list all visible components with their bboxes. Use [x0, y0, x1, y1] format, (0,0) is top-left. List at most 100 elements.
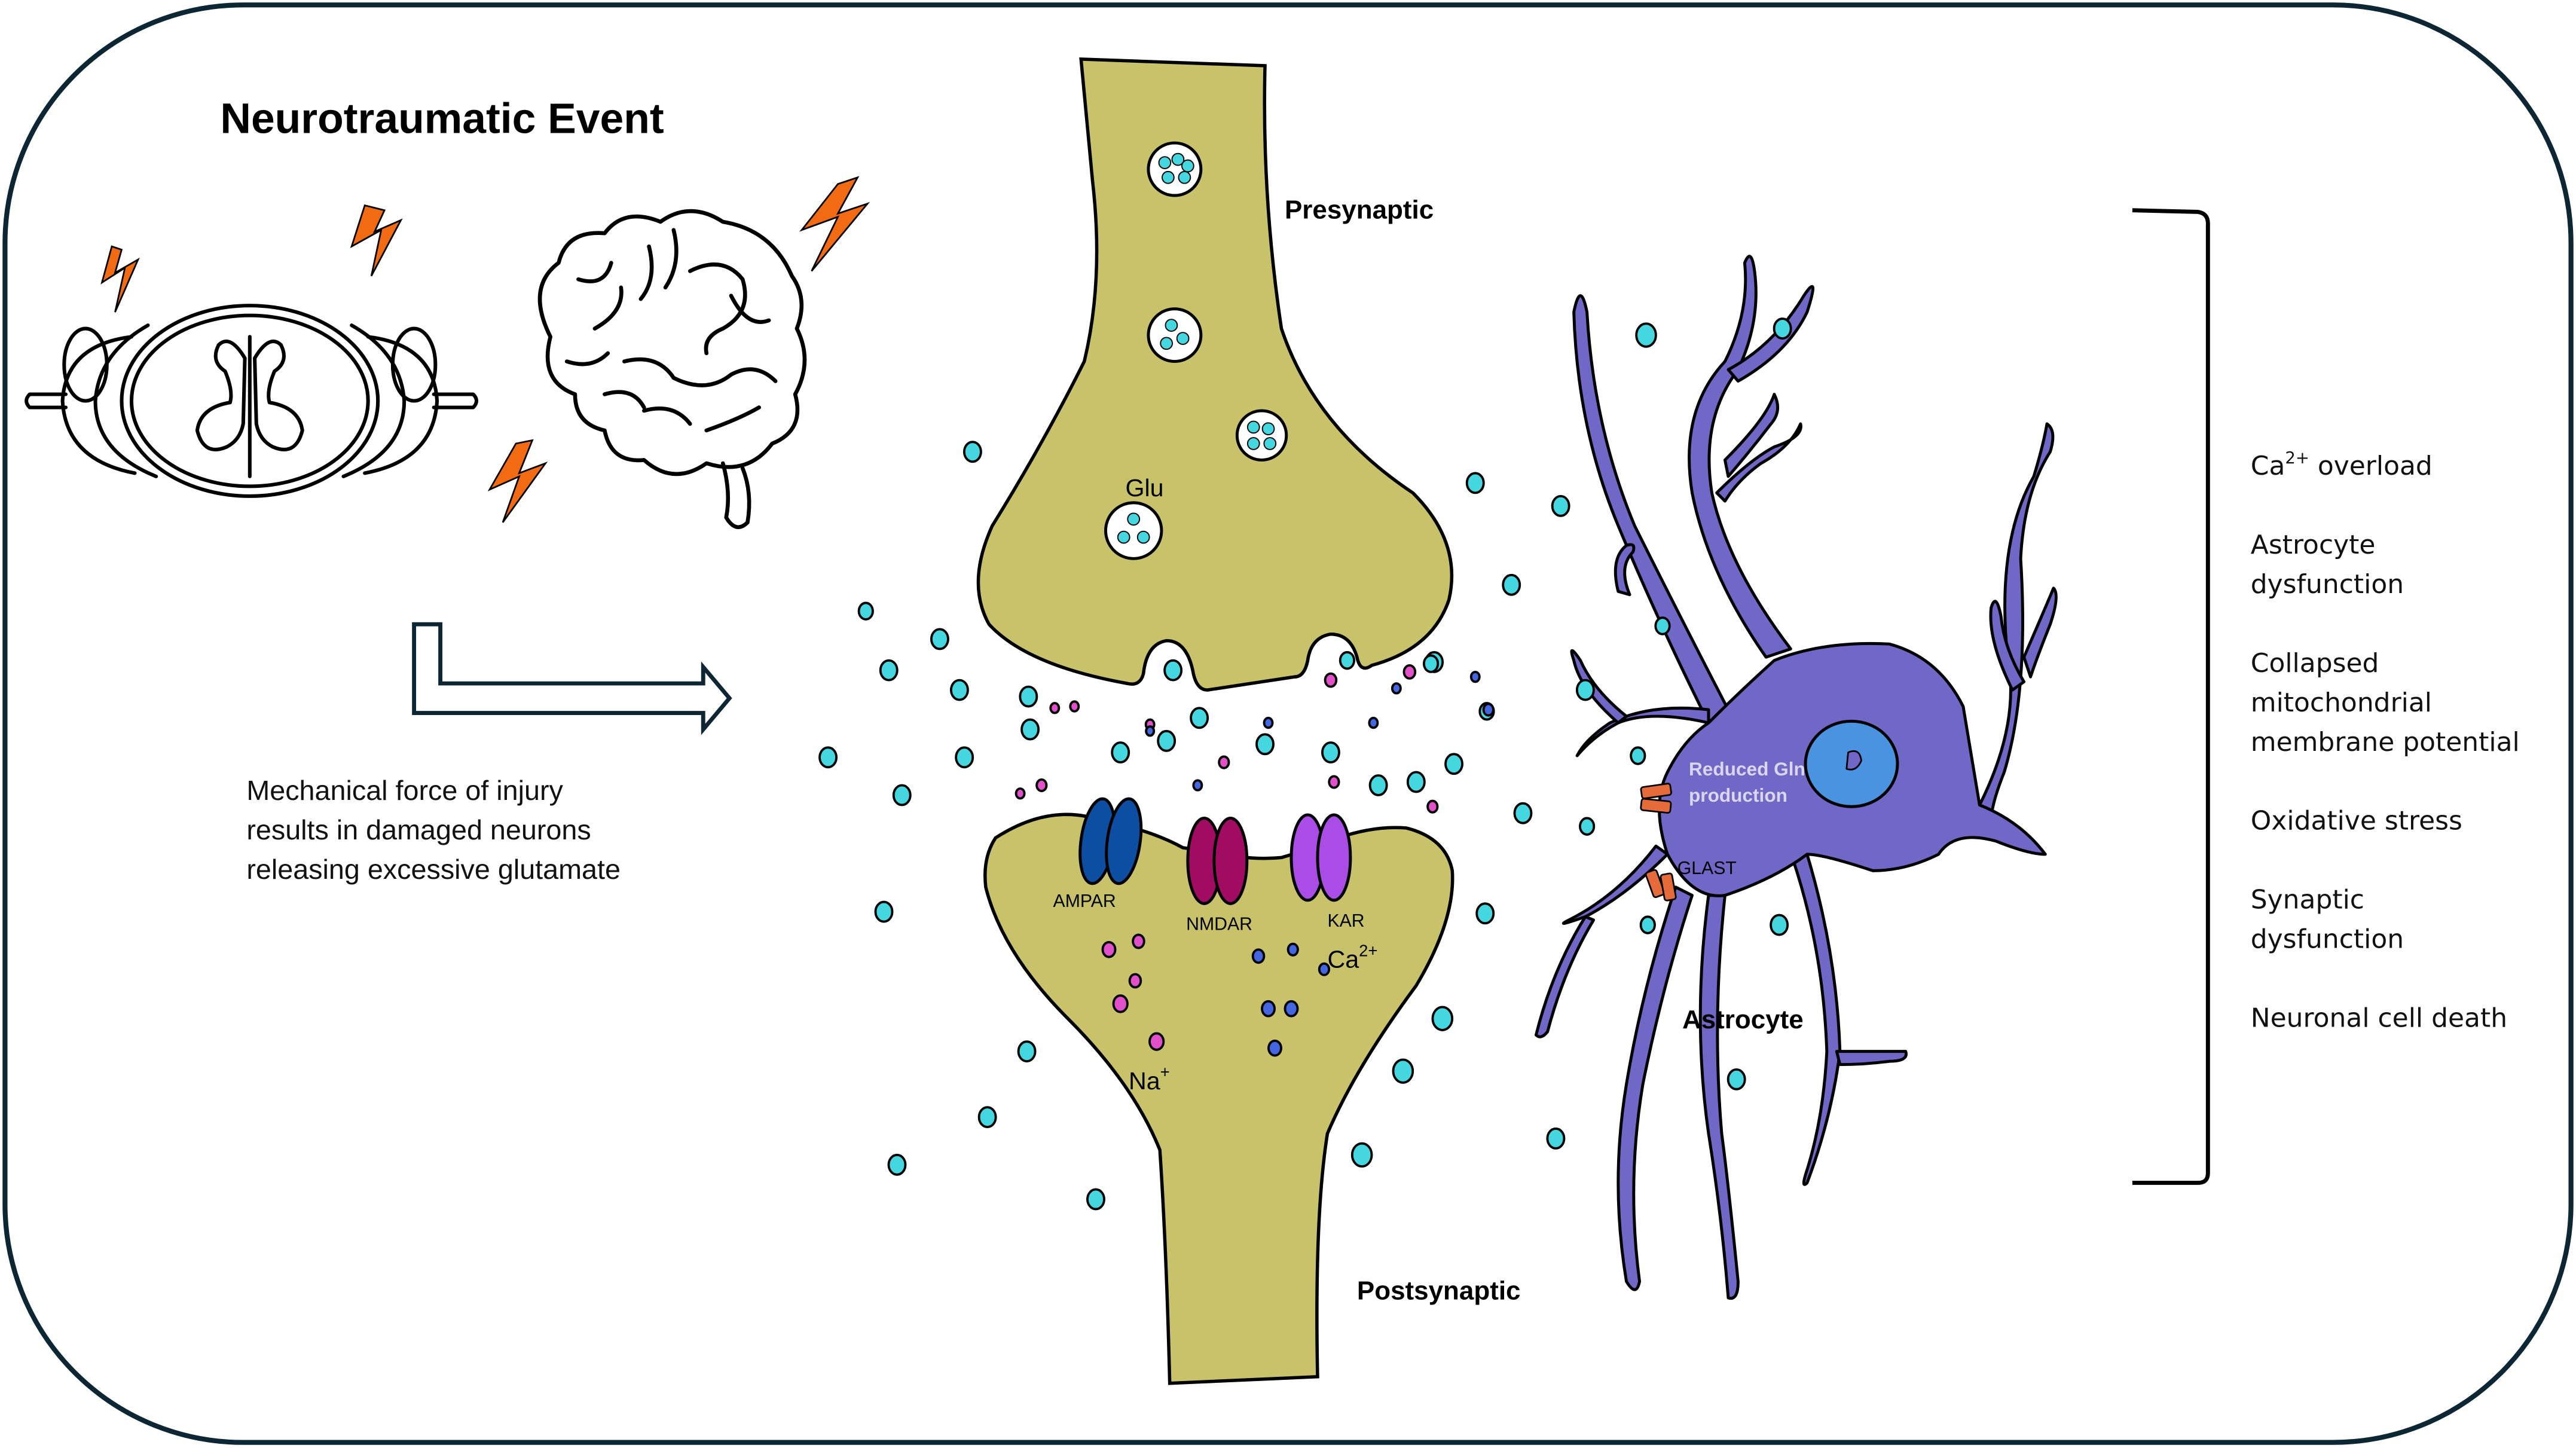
outcome-text: Astrocyte — [2251, 530, 2376, 560]
glutamate-molecule — [1263, 437, 1277, 450]
glutamate-molecule — [1160, 337, 1174, 350]
outcome-text: dysfunction — [2251, 924, 2404, 955]
glutamate-molecule — [1086, 1188, 1105, 1211]
receptor-label-nmdar: NMDAR — [1186, 914, 1252, 934]
glutamate-molecule — [1117, 530, 1130, 544]
glutamate-molecule — [818, 746, 838, 769]
glutamate-molecule — [1321, 741, 1340, 763]
sodium-ion — [1218, 755, 1230, 769]
glutamate-molecule — [1551, 494, 1570, 517]
glutamate-molecule — [1630, 746, 1646, 765]
presynaptic-terminal — [976, 57, 1454, 692]
figure-title: Neurotraumatic Event — [220, 95, 664, 143]
glutamate-molecule — [1157, 729, 1177, 752]
calcium-ion — [1284, 1000, 1299, 1018]
glutamate-molecule — [1158, 156, 1172, 169]
glutamate-molecule — [1579, 817, 1596, 836]
glutamate-molecule — [1475, 902, 1495, 925]
glutamate-molecule — [1431, 1006, 1454, 1031]
sodium-ion — [1128, 973, 1142, 989]
bent-arrow-icon — [412, 622, 732, 735]
glutamate-molecule — [1368, 774, 1388, 796]
sodium-ion — [1148, 1032, 1165, 1051]
glutamate-molecule — [1339, 650, 1356, 670]
glutamate-molecule — [930, 628, 949, 650]
astrocyte-label: Astrocyte — [1682, 1005, 1804, 1034]
sodium-ion — [1132, 933, 1145, 949]
brain-icon — [537, 209, 807, 529]
transporter-icon — [1645, 869, 1666, 899]
glutamate-molecule — [1246, 437, 1260, 450]
sodium-ion — [1328, 775, 1340, 789]
glutamate-molecule — [1392, 1058, 1414, 1084]
vesicle — [1147, 307, 1203, 363]
sodium-label: Na+ — [1129, 1063, 1170, 1095]
glutamate-molecule — [1163, 659, 1183, 682]
glutamate-molecule — [977, 1106, 997, 1128]
receptors — [1078, 797, 1352, 905]
glutamate-molecule — [887, 1153, 907, 1176]
spinal-cord-icon — [25, 304, 479, 498]
glutamate-molecule — [1726, 1068, 1746, 1090]
glutamate-molecule — [1513, 802, 1533, 824]
glutamate-molecule — [1575, 679, 1595, 701]
glutamate-molecule — [1171, 152, 1185, 166]
extracellular-particles — [818, 317, 1792, 1211]
glutamate-molecule — [1773, 317, 1792, 340]
reduced-gln-label-line2: production — [1689, 784, 1787, 806]
vesicle — [1104, 501, 1163, 560]
sodium-ion — [1035, 778, 1048, 793]
outcome-text: dysfunction — [2251, 569, 2404, 600]
outcomes-bracket — [2132, 208, 2210, 1185]
vesicle — [1235, 409, 1288, 462]
glutamate-molecule — [1176, 332, 1190, 345]
outcome-item: Astrocyte dysfunction — [2251, 530, 2404, 600]
lightning-icon — [350, 204, 403, 277]
injury-description-line: releasing excessive glutamate — [246, 854, 621, 885]
glutamate-molecule — [879, 659, 899, 682]
receptor-nmdar — [1186, 816, 1249, 905]
sodium-ion — [1049, 702, 1061, 714]
lightning-icon — [799, 176, 870, 272]
glutamate-molecule — [1017, 1040, 1037, 1063]
receptor-kar — [1289, 813, 1352, 902]
calcium-ion — [1287, 942, 1299, 957]
lightning-icon — [487, 439, 548, 523]
injury-description-line: results in damaged neurons — [246, 814, 591, 845]
outcome-text: mitochondrial — [2251, 688, 2432, 718]
calcium-label: Ca2+ — [1327, 941, 1377, 973]
outcomes-list: Ca2+ overloadAstrocytedysfunctionCollaps… — [2251, 449, 2520, 1034]
glutamate-molecule — [1465, 472, 1485, 494]
outcome-item: Ca2+ overload — [2251, 449, 2433, 481]
outcome-text: Collapsed — [2251, 648, 2379, 679]
glutamate-molecule — [1020, 718, 1040, 741]
sodium-ion — [1069, 700, 1080, 713]
glast-transporters — [1640, 783, 1677, 902]
glutamate-molecule — [949, 679, 969, 701]
glutamate-molecule — [1422, 654, 1440, 673]
calcium-ion — [1145, 725, 1156, 737]
glutamate-label: Glu — [1125, 474, 1163, 502]
transporter-icon — [1640, 798, 1672, 814]
lightning-icon — [100, 245, 140, 313]
calcium-ion — [1482, 702, 1495, 717]
glutamate-molecule — [1635, 322, 1657, 348]
postsynaptic-label: Postsynaptic — [1357, 1276, 1521, 1306]
outcome-text: membrane potential — [2251, 727, 2520, 757]
glutamate-molecule — [892, 784, 912, 807]
calcium-ion — [1469, 670, 1481, 683]
glutamate-molecule — [1654, 616, 1671, 636]
outcome-text: Ca2+ overload — [2251, 449, 2433, 481]
receptor-ampar — [1078, 797, 1143, 885]
outcome-item: Neuronal cell death — [2251, 1003, 2507, 1033]
calcium-ion — [1192, 779, 1203, 792]
glutamate-molecule — [1444, 753, 1463, 775]
glutamate-molecule — [1406, 771, 1426, 793]
calcium-ion — [1368, 716, 1379, 729]
glutamate-molecule — [1255, 733, 1275, 756]
transporter-icon — [1640, 783, 1672, 799]
reduced-gln-label-line1: Reduced Gln — [1689, 758, 1805, 780]
